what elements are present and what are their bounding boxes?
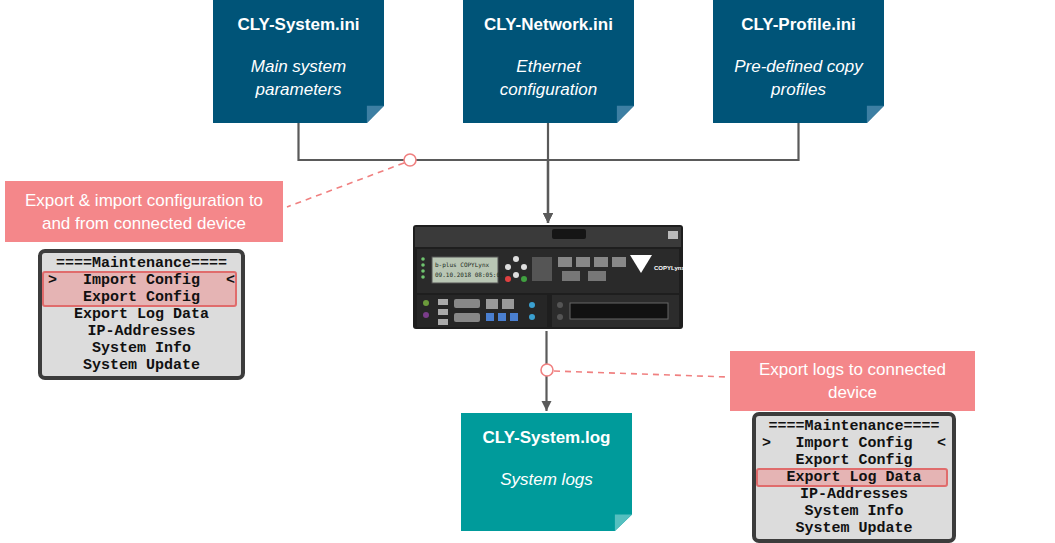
lcd-menu-panel: ====Maintenance====> Import Config < Export…: [752, 412, 956, 543]
callout-marker: [541, 364, 553, 376]
menu-row: IP-Addresses: [762, 486, 946, 503]
file-description: Main system parameters: [225, 55, 372, 101]
connector: [299, 123, 549, 223]
menu-row: IP-Addresses: [48, 323, 235, 340]
menu-row: Export Config: [762, 452, 946, 469]
leader-line: [287, 163, 404, 207]
menu-row: ====Maintenance====: [48, 255, 235, 272]
menu-item: IP-Addresses: [800, 486, 908, 503]
file-name: CLY-Network.ini: [484, 14, 613, 35]
menu-item: Import Config: [83, 272, 200, 289]
menu-item: Import Config: [795, 435, 912, 452]
cursor-mark: <: [226, 272, 235, 289]
file-description: Ethernet configuration: [475, 55, 622, 101]
menu-row: System Info: [762, 503, 946, 520]
file-description: Pre-defined copy profiles: [725, 55, 872, 101]
menu-item: Export Config: [83, 289, 200, 306]
menu-item: IP-Addresses: [87, 323, 195, 340]
file-card: CLY-System.logSystem logs: [461, 413, 632, 531]
brand-logo: COPYLynx: [654, 265, 685, 272]
menu-row: > Import Config <: [762, 435, 946, 452]
leader-line: [554, 371, 728, 377]
menu-row: Export Config: [48, 289, 235, 306]
menu-item: Export Config: [795, 452, 912, 469]
connector: [548, 123, 799, 223]
file-card: CLY-System.iniMain system parameters: [213, 0, 384, 123]
device-drawing: [412, 225, 684, 331]
lcd-text: b-plus COPYLynx: [435, 261, 489, 268]
device-illustration: b-plus COPYLynx 09.10.2018 08:05:03 COPYLy…: [412, 225, 684, 331]
file-name: CLY-System.log: [483, 427, 611, 448]
menu-item: Export Log Data: [786, 469, 921, 486]
menu-row: Export Log Data: [762, 469, 946, 486]
menu-item: Export Log Data: [74, 306, 209, 323]
menu-item: System Info: [92, 340, 191, 357]
menu-row: ====Maintenance====: [762, 418, 946, 435]
cursor-mark: >: [48, 272, 57, 289]
lcd-menu-panel: ====Maintenance====> Import Config < Export…: [38, 249, 245, 380]
callout-box: Export logs to connected device: [730, 351, 975, 411]
callout-text: Export & import configuration to and fro…: [15, 189, 273, 235]
menu-heading: ====Maintenance====: [56, 255, 227, 272]
callout-text: Export logs to connected device: [740, 358, 965, 404]
menu-heading: ====Maintenance====: [768, 418, 939, 435]
callout-marker: [404, 154, 416, 166]
cursor-mark: >: [762, 435, 771, 452]
file-card: CLY-Network.iniEthernet configuration: [463, 0, 634, 123]
file-name: CLY-System.ini: [237, 14, 359, 35]
menu-row: System Info: [48, 340, 235, 357]
callout-box: Export & import configuration to and fro…: [5, 181, 283, 242]
lcd-text: 09.10.2018 08:05:03: [435, 271, 504, 278]
menu-item: System Update: [83, 357, 200, 374]
menu-row: Export Log Data: [48, 306, 235, 323]
file-card: CLY-Profile.iniPre-defined copy profiles: [713, 0, 884, 123]
file-name: CLY-Profile.ini: [741, 14, 856, 35]
menu-item: System Update: [795, 520, 912, 537]
menu-item: System Info: [804, 503, 903, 520]
file-description: System logs: [500, 468, 593, 491]
menu-row: System Update: [48, 357, 235, 374]
menu-row: System Update: [762, 520, 946, 537]
cursor-mark: <: [937, 435, 946, 452]
menu-row: > Import Config <: [48, 272, 235, 289]
